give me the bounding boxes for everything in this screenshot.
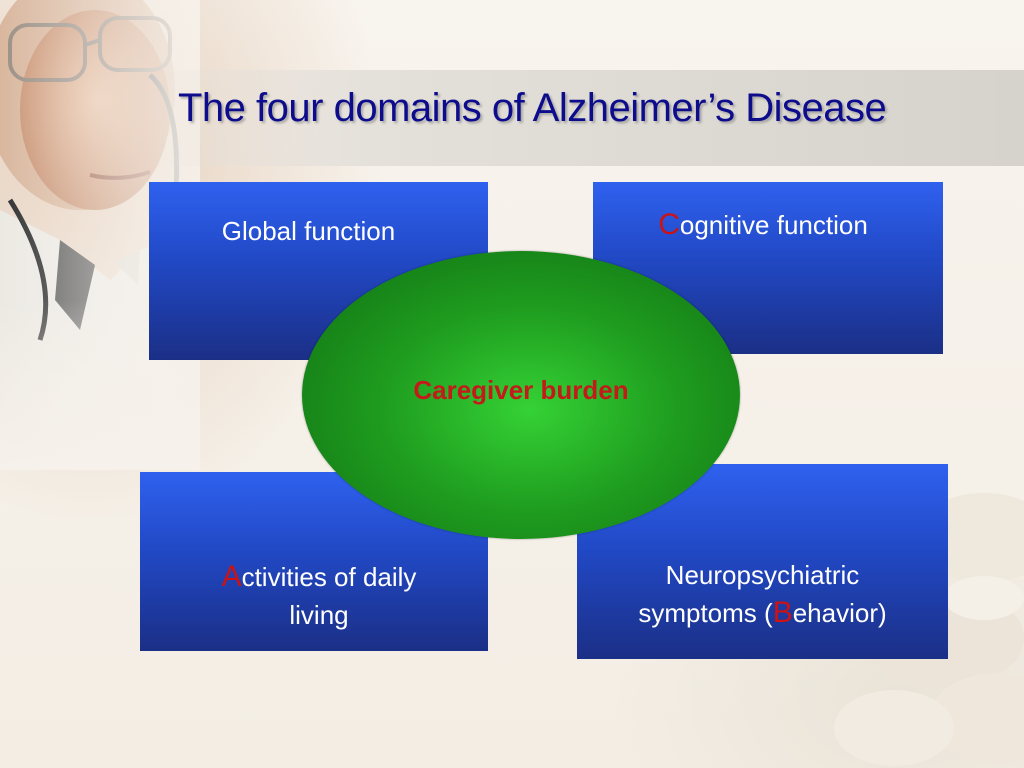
global-function-label: Global function <box>221 216 396 246</box>
adl-label: Activities of daily living <box>140 558 488 634</box>
neuro-line2: symptoms (Behavior) <box>577 594 948 632</box>
cognitive-rest-text: ognitive function <box>679 210 868 240</box>
caregiver-burden-label: Caregiver burden <box>413 375 629 405</box>
title-band <box>150 70 1024 166</box>
slide-title: The four domains of Alzheimer’s Disease <box>178 86 887 130</box>
neuro-prefix: symptoms ( <box>638 598 773 628</box>
adl-accent-letter: A <box>221 560 242 593</box>
doctor-photo <box>0 0 200 470</box>
neuro-suffix: ehavior) <box>792 598 887 628</box>
neuro-accent-letter: B <box>772 596 793 629</box>
adl-rest-text: ctivities of daily <box>241 562 417 592</box>
adl-line1: Activities of daily <box>150 558 488 596</box>
neuro-label: Neuropsychiatric symptoms (Behavior) <box>577 556 948 632</box>
adl-line2: living <box>289 600 349 630</box>
neuro-line1: Neuropsychiatric <box>665 560 860 590</box>
cognitive-function-label: Cognitive function <box>593 206 943 244</box>
cognitive-function-box: Cognitive function <box>593 182 943 354</box>
caregiver-burden-ellipse: Caregiver burden <box>302 251 740 539</box>
cognitive-accent-letter: C <box>658 208 680 241</box>
